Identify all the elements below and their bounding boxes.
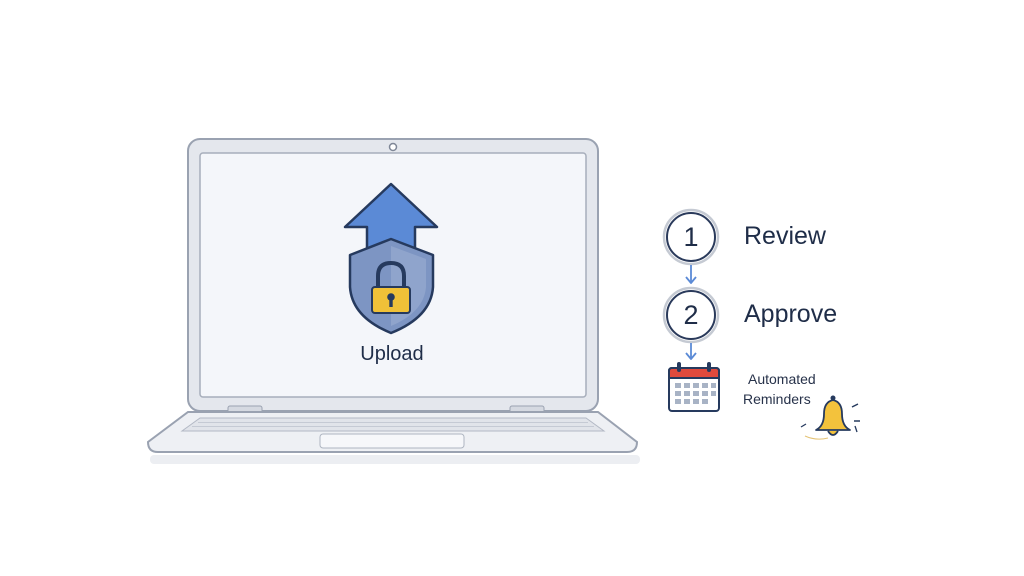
step-1-circle <box>662 208 720 266</box>
upload-shield-lock-icon <box>343 182 439 335</box>
lock-shackle <box>376 260 406 289</box>
laptop-webcam <box>388 142 398 152</box>
step-2-circle <box>662 286 720 344</box>
step-2-number: 2 <box>683 300 699 330</box>
bell-icon <box>800 395 860 440</box>
reminders-line-2: Reminders <box>743 391 811 407</box>
step-2-label: Approve <box>744 300 838 328</box>
step-connector-arrow-icon <box>685 343 697 360</box>
laptop-keyboard <box>180 417 606 432</box>
laptop-trackpad <box>319 433 465 449</box>
keyboard-key-lines <box>192 422 594 427</box>
step-1-number: 1 <box>683 222 699 252</box>
reminders-line-1: Automated <box>748 371 816 387</box>
automated-reminders-label: Automated Reminders <box>743 369 816 409</box>
step-1-label: Review <box>744 222 826 250</box>
upload-label: Upload <box>360 343 424 365</box>
step-connector-arrow-icon <box>685 265 697 284</box>
calendar-icon <box>668 362 720 412</box>
laptop-shadow <box>150 455 640 464</box>
